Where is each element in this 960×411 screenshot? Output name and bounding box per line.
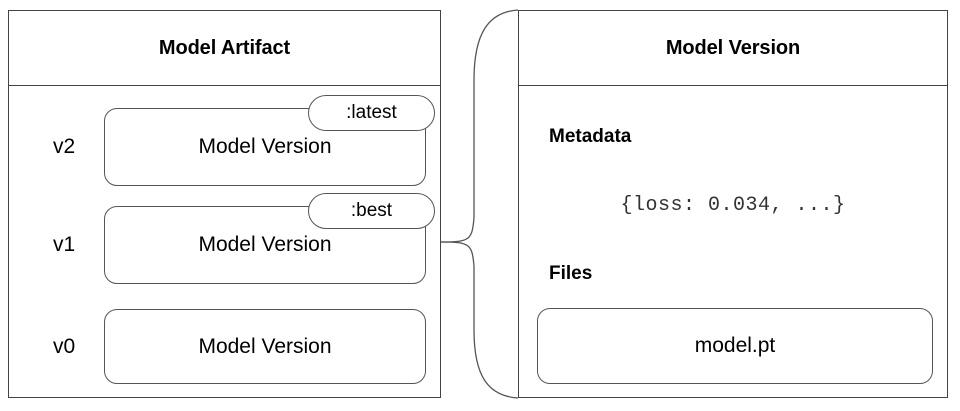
version-label-v1: v1 bbox=[53, 233, 76, 256]
tag-pill-best[interactable]: :best bbox=[308, 193, 435, 229]
model-version-body: Metadata {loss: 0.034, ...} Files model.… bbox=[519, 86, 947, 397]
model-artifact-title: Model Artifact bbox=[158, 36, 291, 59]
tag-pill-latest-label: :latest bbox=[346, 102, 397, 123]
version-box-label-v2: Model Version bbox=[198, 135, 332, 158]
version-box-label-v0: Model Version bbox=[198, 334, 332, 358]
version-row-v0: v0 Model Version bbox=[9, 309, 440, 387]
metadata-heading: Metadata bbox=[549, 126, 632, 147]
model-artifact-body: v2 Model Version :latest v1 Model Versio… bbox=[9, 86, 440, 397]
version-label-v0: v0 bbox=[53, 334, 76, 358]
model-artifact-header: Model Artifact bbox=[9, 11, 440, 86]
metadata-value: {loss: 0.034, ...} bbox=[620, 194, 846, 217]
model-version-panel: Model Version Metadata {loss: 0.034, ...… bbox=[518, 10, 948, 398]
model-version-title: Model Version bbox=[665, 36, 801, 59]
version-label-v2: v2 bbox=[53, 135, 76, 158]
files-heading: Files bbox=[549, 263, 593, 284]
version-row-v2: v2 Model Version :latest bbox=[9, 95, 440, 186]
version-box-label-v1: Model Version bbox=[198, 233, 332, 256]
file-box-model-pt[interactable]: model.pt bbox=[537, 308, 933, 384]
tag-pill-best-label: :best bbox=[350, 200, 393, 221]
model-version-header: Model Version bbox=[519, 11, 947, 86]
version-row-v1: v1 Model Version :best bbox=[9, 193, 440, 284]
model-artifact-panel: Model Artifact v2 Model Version :latest … bbox=[8, 10, 441, 398]
file-name-label: model.pt bbox=[694, 334, 776, 357]
version-box-v0[interactable]: Model Version bbox=[104, 309, 426, 384]
tag-pill-latest[interactable]: :latest bbox=[308, 95, 435, 131]
